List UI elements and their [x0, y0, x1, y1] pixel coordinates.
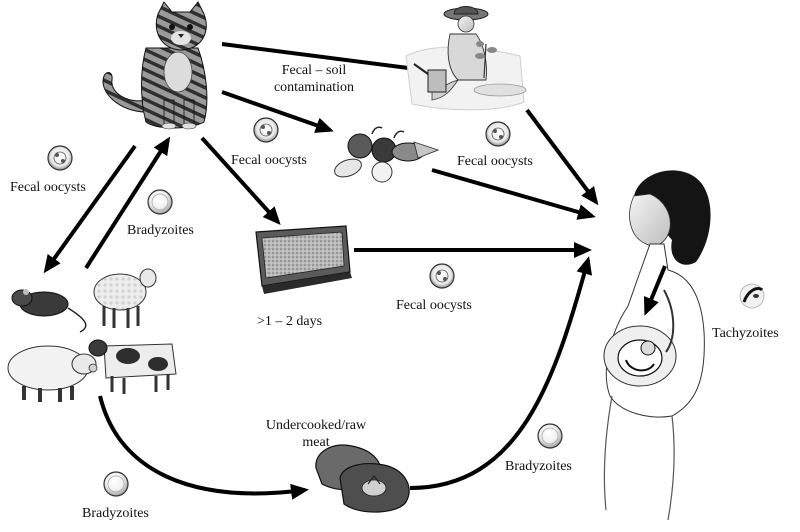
- arrow-meat-to-woman: [409, 256, 593, 490]
- rat-illustration: [11, 289, 87, 333]
- arrow-animals-to-meat: [98, 395, 309, 500]
- cat-illustration: [102, 1, 208, 130]
- arrow-animals-to-cat: [84, 136, 171, 270]
- tachyzoite-icon: [739, 283, 765, 309]
- oocyst-icon: [253, 117, 279, 143]
- arrow-vegetables-to-woman: [431, 168, 596, 220]
- arrow-gardener-to-woman: [525, 108, 599, 206]
- pregnant-woman-illustration: [603, 170, 711, 521]
- cow-illustration: [88, 339, 177, 394]
- tissue-cyst-icon: [103, 471, 129, 497]
- fecal-oocysts-right-label: Fecal oocysts: [457, 154, 533, 169]
- fetus-illustration: [617, 339, 663, 377]
- oocyst-icon: [47, 145, 73, 171]
- arrow-cat-to-gardener: [221, 42, 428, 77]
- vegetables-illustration: [334, 126, 440, 183]
- arrow-cat-to-vegetables: [221, 90, 334, 133]
- meat-label-line1: Undercooked/raw: [265, 418, 367, 433]
- bradyzoites-lower-left-label: Bradyzoites: [82, 506, 149, 521]
- litter-box-illustration: [255, 225, 352, 294]
- meat-label-line2: meat: [302, 435, 330, 450]
- bradyzoites-lower-right-label: Bradyzoites: [505, 459, 572, 474]
- fecal-soil-label: Fecal – soil contamination: [256, 62, 372, 96]
- oocyst-icon: [429, 263, 455, 289]
- oocyst-icon: [485, 121, 511, 147]
- litter-duration-label: >1 – 2 days: [257, 314, 323, 329]
- tachyzoites-label: Tachyzoites: [712, 326, 779, 341]
- meat-label: Undercooked/raw meat: [258, 417, 374, 451]
- fecal-oocysts-left-label: Fecal oocysts: [10, 180, 86, 195]
- tissue-cyst-icon: [537, 423, 563, 449]
- bradyzoites-upper-label: Bradyzoites: [127, 223, 194, 238]
- tissue-cyst-icon: [147, 189, 173, 215]
- fecal-oocysts-center-label: Fecal oocysts: [231, 153, 307, 168]
- pig-illustration: [7, 345, 98, 402]
- arrow-cat-to-litter: [200, 136, 281, 225]
- fecal-oocysts-bottom-label: Fecal oocysts: [396, 298, 472, 313]
- gardener-illustration: [405, 6, 527, 111]
- fecal-soil-label-line1: Fecal – soil: [281, 63, 347, 78]
- arrow-cat-to-animals: [43, 144, 137, 274]
- fecal-soil-label-line2: contamination: [273, 80, 355, 95]
- sheep-illustration: [93, 268, 157, 328]
- raw-meat-illustration: [315, 444, 410, 513]
